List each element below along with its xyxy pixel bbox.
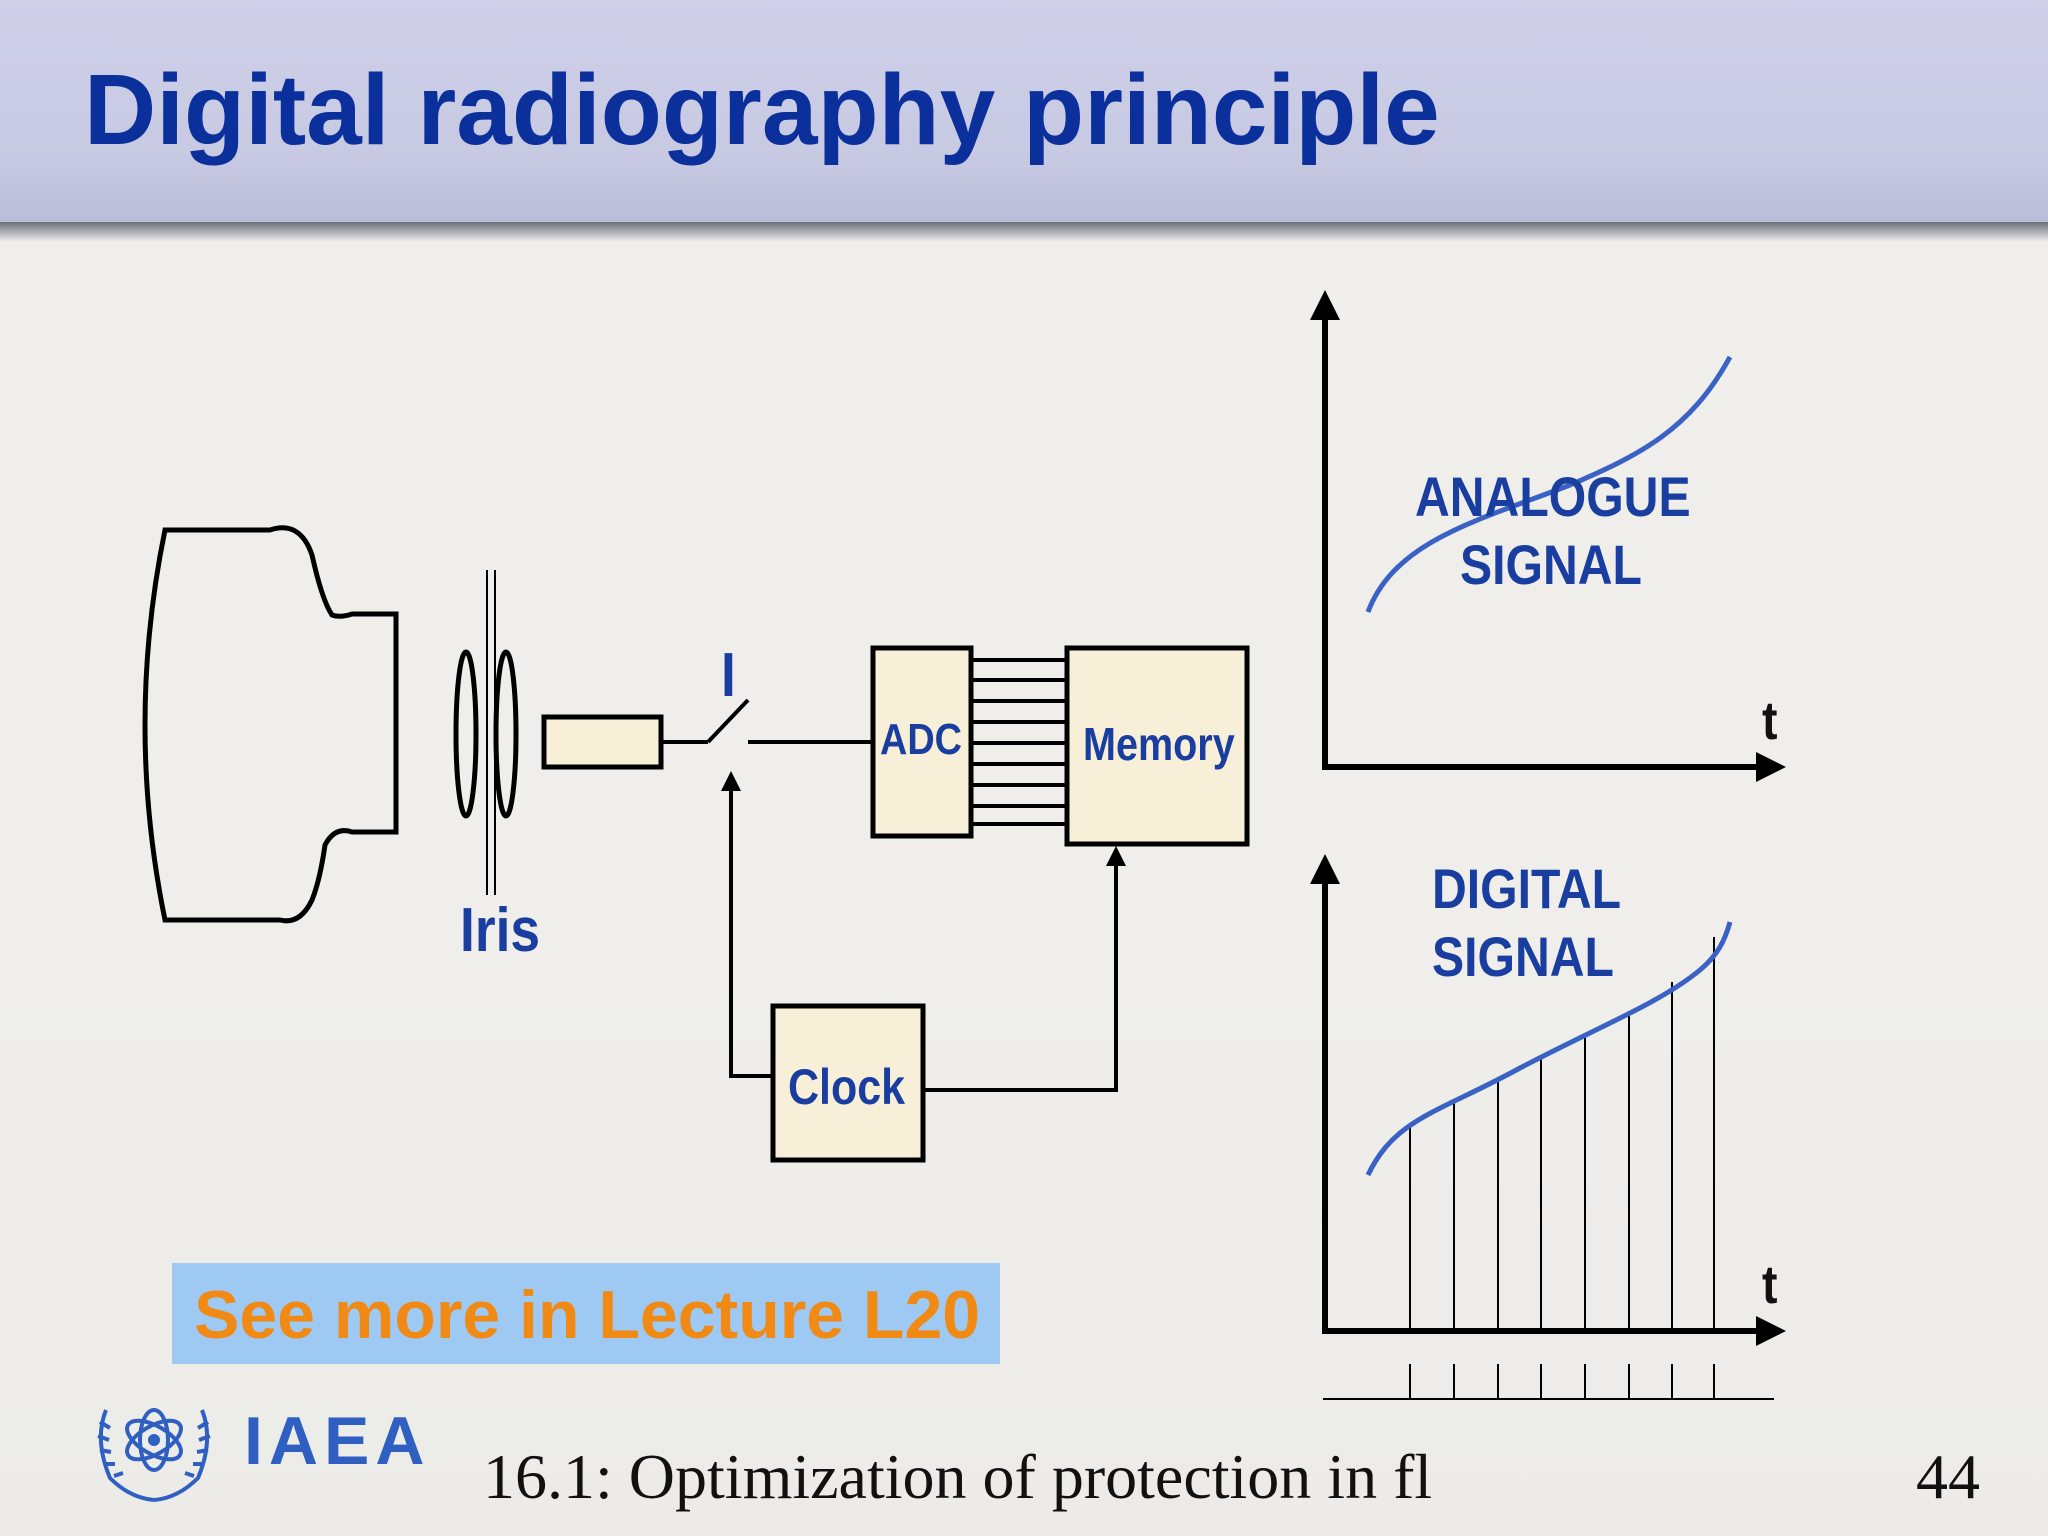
iris-lens-left <box>453 649 479 819</box>
lecture-callout: See more in Lecture L20 <box>172 1263 1000 1364</box>
clock-label: Clock <box>788 1059 906 1115</box>
clock-to-switch-line <box>721 771 773 1078</box>
analogue-curve <box>1365 355 1733 613</box>
analogue-signal-label-line1: ANALOGUE <box>1415 465 1691 528</box>
analogue-time-axis-label: t <box>1762 691 1778 751</box>
sample-ruler-ticks <box>1409 1364 1715 1399</box>
digital-time-axis-label: t <box>1762 1255 1778 1315</box>
adc-label: ADC <box>880 715 962 764</box>
switch-blade <box>706 698 750 744</box>
analogue-signal-label-line2: SIGNAL <box>1460 533 1642 596</box>
sample-lines <box>1409 937 1715 1331</box>
clock-to-memory-line <box>923 846 1126 1092</box>
page-number: 44 <box>1916 1441 1980 1512</box>
clock-box <box>770 1003 926 1163</box>
lecture-callout-text: See more in Lecture L20 <box>194 1277 981 1353</box>
title-bar-shadow <box>0 222 2048 242</box>
iaea-emblem-icon <box>97 1408 211 1502</box>
memory-label: Memory <box>1083 718 1235 770</box>
iris-lens-right <box>493 649 519 819</box>
iaea-logo-text: IAEA <box>244 1403 431 1479</box>
memory-box <box>1064 645 1250 847</box>
tv-camera <box>541 714 664 770</box>
data-bus-lines <box>971 658 1067 826</box>
iris-label: Iris <box>460 896 541 965</box>
image-intensifier <box>142 525 399 924</box>
digital-signal-label-line2: SIGNAL <box>1432 925 1614 988</box>
slide-footer: 16.1: Optimization of protection in fl <box>483 1441 1433 1512</box>
slide-title: Digital radiography principle <box>84 54 1440 166</box>
adc-box <box>870 645 974 839</box>
digital-signal-label-line1: DIGITAL <box>1432 857 1622 920</box>
title-bar <box>0 0 2048 228</box>
digital-curve <box>1365 921 1733 1177</box>
switch-label: I <box>721 641 736 710</box>
